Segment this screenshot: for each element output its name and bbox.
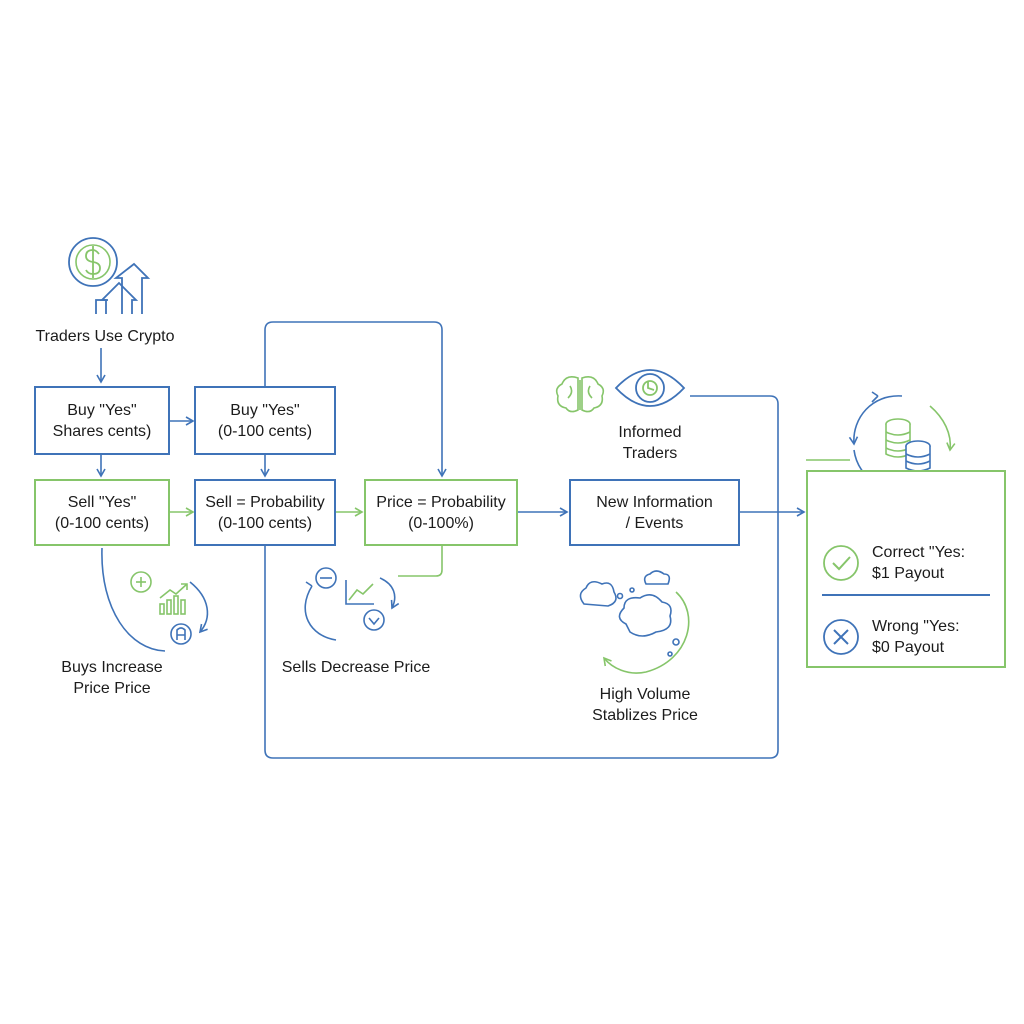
outcome-box: Correct "Yes: $1 Payout Wrong "Yes: $0 P… bbox=[806, 470, 1006, 668]
sell-yes-box: Sell "Yes" (0-100 cents) bbox=[34, 479, 170, 546]
sells-decrease-curve bbox=[304, 585, 337, 641]
new-information-line2: / Events bbox=[625, 514, 684, 532]
loop-outer bbox=[264, 395, 779, 759]
outcome-correct-row: Correct "Yes: $1 Payout bbox=[822, 542, 965, 584]
sells-right-arc bbox=[379, 577, 400, 610]
buy-yes-range-box: Buy "Yes" (0-100 cents) bbox=[194, 386, 336, 455]
outcome-wrong-row: Wrong "Yes: $0 Payout bbox=[822, 616, 960, 658]
price-probability-box: Price = Probability (0-100%) bbox=[364, 479, 518, 546]
new-information-box: New Information / Events bbox=[569, 479, 740, 546]
sell-probability-box: Sell = Probability (0-100 cents) bbox=[194, 479, 336, 546]
buy-yes-range-line1: Buy "Yes" bbox=[230, 401, 300, 419]
plus-circle-icon bbox=[130, 571, 152, 593]
informed-traders-label: Informed Traders bbox=[590, 422, 710, 464]
buys-increase-arrow-curve bbox=[189, 581, 209, 634]
a-circle-icon bbox=[170, 623, 192, 645]
price-probability-line2: (0-100%) bbox=[408, 514, 474, 532]
buys-increase-curve bbox=[101, 547, 166, 652]
buy-yes-shares-line1: Buy "Yes" bbox=[67, 401, 137, 419]
sells-decrease-text: Sells Decrease Price bbox=[281, 659, 431, 676]
buy-yes-shares-box: Buy "Yes" Shares cents) bbox=[34, 386, 170, 455]
down-chevron-circle-icon bbox=[363, 609, 385, 631]
up-arrows-icon bbox=[95, 262, 151, 314]
sell-probability-line2: (0-100 cents) bbox=[217, 514, 313, 532]
high-volume-line1: High Volume bbox=[599, 686, 691, 703]
coin-stack-icon bbox=[885, 418, 931, 472]
growth-chart-icon bbox=[159, 583, 188, 615]
sell-probability-line1: Sell = Probability bbox=[205, 493, 325, 511]
minus-circle-icon bbox=[315, 567, 337, 589]
sells-decrease-arrow-curve bbox=[305, 581, 313, 587]
sell-yes-line2: (0-100 cents) bbox=[54, 514, 150, 532]
outcome-wrong-line2: $0 Payout bbox=[872, 639, 945, 656]
buy-yes-shares-line2: Shares cents) bbox=[52, 422, 152, 440]
outcome-correct-line1: Correct "Yes: bbox=[872, 544, 966, 561]
brain-icon bbox=[555, 376, 605, 413]
price-feedback-line bbox=[398, 546, 443, 577]
high-volume-line2: Stablizes Price bbox=[592, 707, 698, 724]
outcome-correct-line2: $1 Payout bbox=[872, 565, 945, 582]
thought-cloud-icon bbox=[579, 570, 680, 657]
dollar-coin-icon bbox=[68, 237, 118, 287]
outcome-divider bbox=[822, 594, 990, 596]
sell-yes-line1: Sell "Yes" bbox=[67, 493, 137, 511]
checkmark-circle-icon bbox=[823, 545, 859, 581]
traders-use-crypto-label: Traders Use Crypto bbox=[10, 326, 200, 347]
traders-use-crypto-text: Traders Use Crypto bbox=[35, 328, 175, 345]
volume-cycle-curve bbox=[602, 591, 690, 674]
price-probability-line1: Price = Probability bbox=[376, 493, 506, 511]
loop-top bbox=[264, 321, 447, 478]
buy-yes-range-line2: (0-100 cents) bbox=[217, 422, 313, 440]
outcome-wrong-line1: Wrong "Yes: bbox=[872, 618, 960, 635]
buys-increase-label: Buys Increase Price Price bbox=[40, 657, 184, 699]
outcome-correct-text: Correct "Yes: $1 Payout bbox=[872, 542, 965, 584]
buys-increase-line2: Price Price bbox=[73, 680, 151, 697]
new-information-line1: New Information bbox=[596, 493, 713, 511]
sells-decrease-label: Sells Decrease Price bbox=[270, 657, 442, 678]
eye-icon bbox=[614, 369, 686, 407]
informed-traders-line2: Traders bbox=[622, 445, 678, 462]
x-circle-icon bbox=[823, 619, 859, 655]
informed-traders-line1: Informed bbox=[618, 424, 682, 441]
line-chart-icon bbox=[345, 580, 374, 605]
high-volume-label: High Volume Stablizes Price bbox=[570, 684, 720, 726]
outcome-wrong-text: Wrong "Yes: $0 Payout bbox=[872, 616, 960, 658]
buys-increase-line1: Buys Increase bbox=[61, 659, 163, 676]
